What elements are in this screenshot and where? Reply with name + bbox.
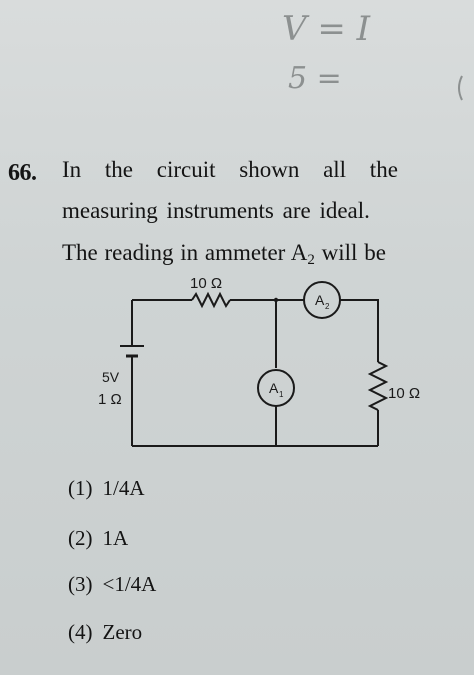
- option-2-number: (2): [68, 526, 93, 550]
- top-resistor: [191, 291, 231, 309]
- battery-emf-label: 5V: [102, 369, 120, 385]
- question-number: 66.: [8, 160, 37, 186]
- option-4-text: Zero: [102, 620, 143, 644]
- option-4[interactable]: (4) Zero: [68, 620, 142, 645]
- option-1[interactable]: (1) 1/4A: [68, 476, 145, 501]
- scribble-line-1: V = I: [282, 9, 371, 49]
- top-wire-right: [340, 299, 379, 362]
- question-text-line-1: In the circuit shown all the: [62, 157, 398, 182]
- top-junction-dot: [273, 297, 279, 303]
- scribble-paren: [458, 75, 463, 101]
- ammeter-a2-subscript: 2: [325, 302, 330, 311]
- top-resistor-label: 10 Ω: [190, 275, 222, 292]
- question-text-line-3-prefix: The reading in ammeter A: [62, 240, 308, 265]
- battery-internal-resistance-label: 1 Ω: [98, 391, 122, 408]
- ammeter-a1-subscript: 1: [279, 390, 284, 399]
- option-3-number: (3): [68, 572, 93, 596]
- ammeter-subscript: 2: [307, 252, 315, 268]
- question-text-line-2: measuring instruments are ideal.: [62, 198, 370, 223]
- option-4-number: (4): [68, 620, 93, 644]
- question-text-line-3-suffix: will be: [314, 240, 386, 265]
- circuit-diagram: 10 Ω A 2 A 1 5V 1 Ω 10 Ω: [98, 275, 420, 447]
- option-2[interactable]: (2) 1A: [68, 526, 128, 551]
- right-resistor: [367, 361, 389, 411]
- option-1-number: (1): [68, 476, 93, 500]
- ammeter-a1-label: A: [269, 380, 279, 396]
- ammeter-a2-label: A: [315, 292, 325, 308]
- option-2-text: 1A: [102, 526, 129, 550]
- option-3-text: <1/4A: [102, 572, 157, 596]
- right-resistor-label: 10 Ω: [388, 385, 420, 402]
- handwritten-scribble: V = I 5 =: [282, 9, 463, 101]
- scribble-line-2: 5 =: [288, 61, 342, 96]
- option-3[interactable]: (3) <1/4A: [68, 572, 156, 597]
- option-1-text: 1/4A: [102, 476, 145, 500]
- question-text-line-3: The reading in ammeter A2 will be: [62, 240, 386, 269]
